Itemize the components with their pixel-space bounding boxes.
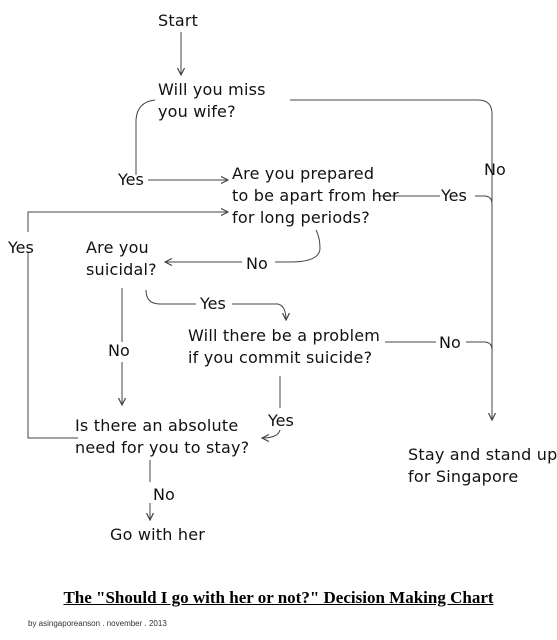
chart-title-text: The "Should I go with her or not?" Decis… — [63, 588, 494, 607]
edge-suicidal-yes — [145, 289, 196, 305]
node-go-with-her-line-1: Go with her — [110, 525, 206, 544]
node-apart-line-3: for long periods? — [232, 208, 370, 227]
node-stay-stand-line-2: for Singapore — [408, 467, 519, 486]
label-problem-no: No — [439, 333, 461, 352]
edge-yes-to-apart-loop — [27, 212, 228, 232]
node-start: Start — [158, 10, 198, 32]
node-start-line-1: Start — [158, 11, 199, 30]
label-suicidal-yes: Yes — [200, 294, 226, 313]
node-miss-wife-line-2: you wife? — [158, 102, 236, 121]
node-need-stay: Is there an absolute need for you to sta… — [75, 415, 249, 459]
node-stay-stand: Stay and stand up for Singapore — [408, 444, 557, 488]
node-apart: Are you prepared to be apart from her fo… — [232, 163, 399, 229]
node-problem-line-1: Will there be a problem — [188, 326, 381, 345]
node-need-stay-line-1: Is there an absolute — [75, 416, 239, 435]
edge-problem-no-join — [466, 341, 493, 351]
edge-need-yes — [27, 252, 78, 439]
edge-apart-no — [275, 229, 321, 263]
chart-credit: by asingaporeanson . november . 2013 — [28, 619, 167, 628]
node-stay-stand-line-1: Stay and stand up — [408, 445, 557, 464]
label-need-yes: Yes — [8, 238, 34, 257]
edge-apart-yes-join — [475, 195, 493, 205]
node-apart-line-1: Are you prepared — [232, 164, 375, 183]
node-miss-wife-line-1: Will you miss — [158, 80, 266, 99]
node-apart-line-2: to be apart from her — [232, 186, 399, 205]
edge-miss-no — [290, 99, 492, 420]
node-suicidal-line-2: suicidal? — [86, 260, 157, 279]
edge-yes-to-problem — [232, 303, 286, 320]
node-problem-line-2: if you commit suicide? — [188, 348, 373, 367]
label-suicidal-no: No — [108, 341, 130, 360]
node-miss-wife: Will you miss you wife? — [158, 79, 266, 123]
label-need-no: No — [153, 485, 175, 504]
label-miss-yes: Yes — [118, 170, 144, 189]
node-problem: Will there be a problem if you commit su… — [188, 325, 380, 369]
chart-title: The "Should I go with her or not?" Decis… — [0, 588, 557, 608]
node-suicidal-line-1: Are you — [86, 238, 149, 257]
label-problem-yes: Yes — [268, 411, 294, 430]
edge-miss-yes — [135, 99, 156, 175]
node-go-with-her: Go with her — [110, 524, 205, 546]
node-suicidal: Are you suicidal? — [86, 237, 157, 281]
label-apart-no: No — [246, 254, 268, 273]
edge-yes-to-need — [262, 429, 281, 438]
label-apart-yes: Yes — [441, 186, 467, 205]
node-need-stay-line-2: need for you to stay? — [75, 438, 250, 457]
label-miss-no: No — [484, 160, 506, 179]
